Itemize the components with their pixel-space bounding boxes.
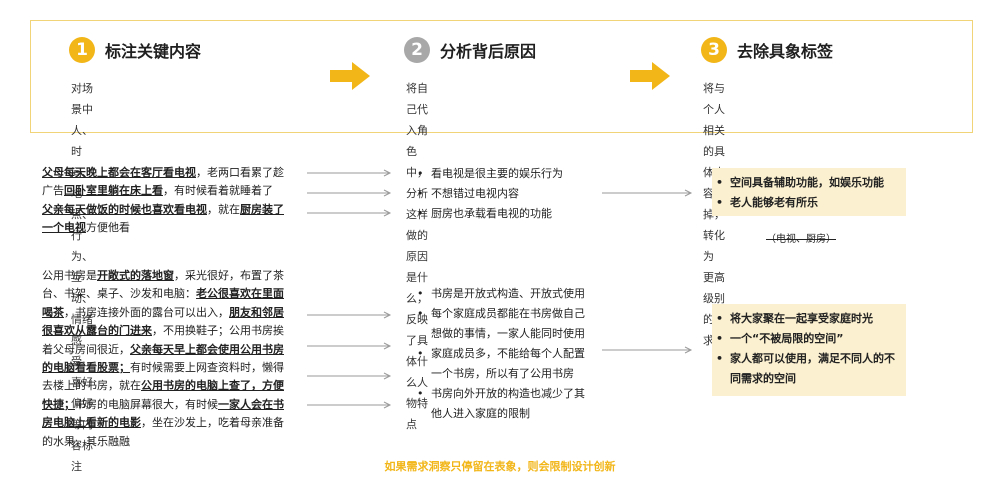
case1-result-arrow-icon xyxy=(602,189,693,197)
step-arrow-2-icon xyxy=(630,62,670,90)
process-steps-box: 1 标注关键内容 对场景中人、时间、地点、行为、互动、 情绪感受、喜好偏好等内容标… xyxy=(30,20,973,473)
list-item: 老人能够老有所乐 xyxy=(712,193,906,213)
step-1-title: 标注关键内容 xyxy=(105,42,202,61)
case2-scenario-text: 公用书房是开敞式的落地窗，采光很好，布置了茶台、书架、桌子、沙发和电脑：老公很喜… xyxy=(42,269,284,448)
case1-scenario-text: 父母每天晚上都会在客厅看电视，老两口看累了趁广告回卧室里躺在床上看，有时候看着就… xyxy=(42,166,284,235)
list-item: 将大家聚在一起享受家庭时光 xyxy=(712,309,900,329)
step-1-number: 1 xyxy=(69,37,95,63)
step-2-number: 2 xyxy=(404,37,430,63)
list-item: 每个家庭成员都能在书房做自己想做的事情，一家人能同时使用 xyxy=(415,304,593,344)
list-item: 一个“不被局限的空间” xyxy=(712,329,900,349)
step-3-title: 去除具象标签 xyxy=(737,42,834,61)
case1-needs-box: 空间具备辅助功能，如娱乐功能 老人能够老有所乐 xyxy=(712,168,906,216)
case2-needs-box: 将大家聚在一起享受家庭时光 一个“不被局限的空间” 家人都可以使用，满足不同人的… xyxy=(712,304,906,396)
step-arrow-1-icon xyxy=(330,62,370,90)
list-item: 书房是开放式构造、开放式使用 xyxy=(415,284,593,304)
case1-reasons-list: 看电视是很主要的娱乐行为 不想错过电视内容 厨房也承载看电视的功能 xyxy=(415,164,615,224)
list-item: 书房向外开放的构造也减少了其他人进入家庭的限制 xyxy=(415,384,593,424)
list-item: 看电视是很主要的娱乐行为 xyxy=(415,164,615,184)
case2-reasons-list: 书房是开放式构造、开放式使用 每个家庭成员都能在书房做自己想做的事情，一家人能同… xyxy=(415,284,593,424)
list-item: 不想错过电视内容 xyxy=(415,184,615,204)
list-item: 空间具备辅助功能，如娱乐功能 xyxy=(712,173,906,193)
list-item: 家庭成员多，不能给每个人配置一个书房，所以有了公用书房 xyxy=(415,344,593,384)
case2-result-arrow-icon xyxy=(602,346,693,354)
footer-note: 如果需求洞察只停留在表象，则会限制设计创新 xyxy=(384,460,616,473)
step-3-number: 3 xyxy=(701,37,727,63)
case1-connector-arrows-icon xyxy=(307,169,392,217)
case1-removed-labels: （电视、厨房） xyxy=(766,234,836,245)
case2-connector-arrows-icon xyxy=(307,311,392,409)
step-2-title: 分析背后原因 xyxy=(440,42,537,61)
list-item: 厨房也承载看电视的功能 xyxy=(415,204,615,224)
list-item: 家人都可以使用，满足不同人的不同需求的空间 xyxy=(712,349,900,389)
step-1-description: 对场景中人、时间、地点、行为、互动、 情绪感受、喜好偏好等内容标注 xyxy=(71,82,93,473)
